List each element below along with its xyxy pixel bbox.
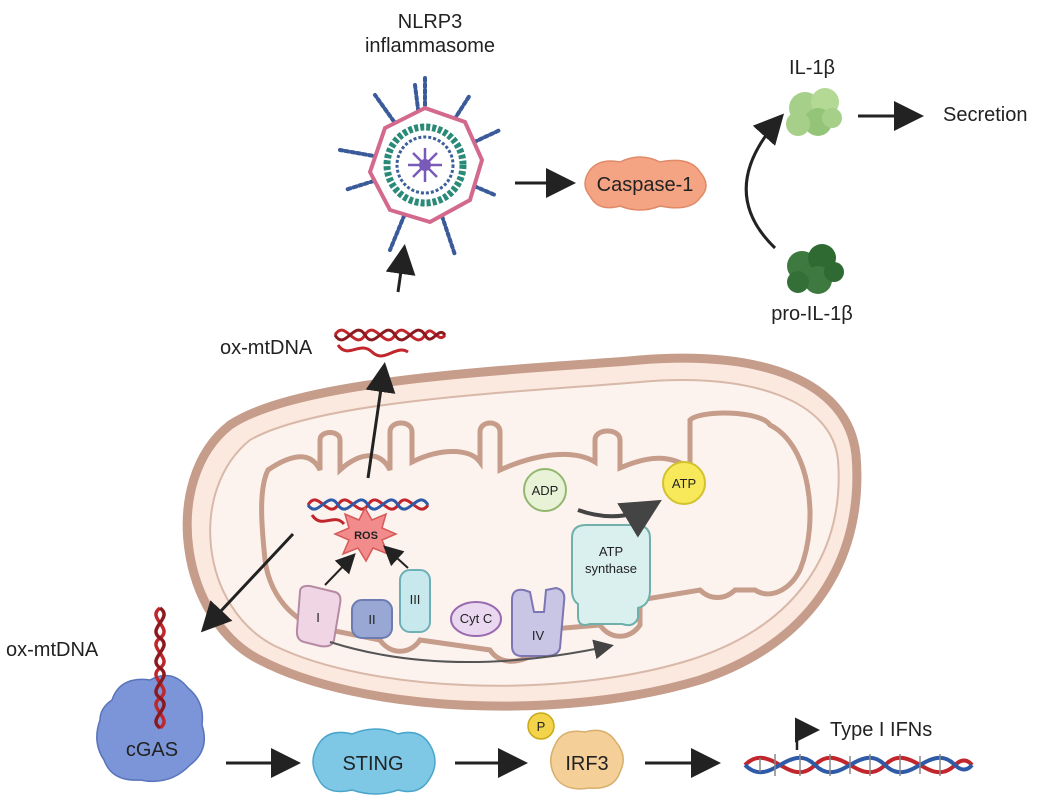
transcription-start-arrow-icon <box>795 717 820 750</box>
atp-synthase-label-line1: ATP <box>599 544 623 559</box>
ox-mtdna-top-label: ox-mtDNA <box>220 337 313 359</box>
secretion-label: Secretion <box>943 104 1028 126</box>
mtdna-inside-icon <box>306 498 430 526</box>
mitochondrion-cristae <box>259 410 813 664</box>
complex-i-label: I <box>316 610 320 625</box>
arrow-adp-to-atp <box>577 499 662 538</box>
pro-il1b-label: pro-IL-1β <box>771 303 853 325</box>
arrow-mtdna-to-oxmtdna-left <box>200 532 295 633</box>
cgas-label: cGAS <box>126 739 178 761</box>
proton-flow-arrow <box>329 639 614 664</box>
adp-label: ADP <box>532 483 559 498</box>
sting-label: STING <box>342 753 403 775</box>
cgas-node: cGAS <box>96 674 205 783</box>
complex-i: I <box>295 584 342 648</box>
atp-synthase: ATP synthase <box>571 524 651 627</box>
atp-node: ATP <box>662 461 706 505</box>
atp-label: ATP <box>672 476 696 491</box>
ros-label: ROS <box>354 530 378 542</box>
nlrp3-label-line2: inflammasome <box>365 35 495 57</box>
cyt-c-label: Cyt C <box>460 611 493 626</box>
ox-mtdna-left-label: ox-mtDNA <box>6 639 99 661</box>
il1b-label: IL-1β <box>789 57 835 79</box>
caspase-1-node: Caspase-1 <box>584 156 707 211</box>
arrow-complex-iii-to-ros <box>383 545 409 569</box>
complex-iv: IV <box>511 586 566 657</box>
complex-ii: II <box>351 599 393 639</box>
complex-iii: III <box>399 569 431 633</box>
nlrp3-label-line1: NLRP3 <box>398 11 462 33</box>
complex-iv-label: IV <box>532 628 545 643</box>
il1b-protein-icon <box>786 88 842 136</box>
caspase-1-label: Caspase-1 <box>597 174 694 196</box>
nlrp3-inflammasome-icon <box>338 73 502 257</box>
arrow-complex-i-to-ros <box>324 553 356 586</box>
type-i-ifns-label: Type I IFNs <box>830 719 932 741</box>
ros-burst-icon: ROS <box>333 506 398 563</box>
arrow-oxmtdna-to-inflammasome <box>385 244 416 293</box>
phospho-label: P <box>537 719 546 734</box>
arrow-mtdna-to-oxmtdna-top <box>365 362 396 479</box>
ox-mtdna-top-icon <box>333 328 447 358</box>
phospho-icon: P <box>527 712 555 740</box>
complex-iii-label: III <box>410 592 421 607</box>
ox-mtdna-left-icon <box>154 606 166 730</box>
arrow-pro-il1b-to-il1b <box>744 113 785 250</box>
adp-node: ADP <box>523 468 567 512</box>
dna-double-helix-icon <box>743 754 974 776</box>
complex-ii-label: II <box>368 612 375 627</box>
sting-node: STING <box>312 728 436 795</box>
irf3-node: IRF3 <box>550 729 624 790</box>
cyt-c: Cyt C <box>450 601 502 637</box>
irf3-label: IRF3 <box>565 753 608 775</box>
pro-il1b-protein-icon <box>787 244 844 294</box>
atp-synthase-label-line2: synthase <box>585 561 637 576</box>
